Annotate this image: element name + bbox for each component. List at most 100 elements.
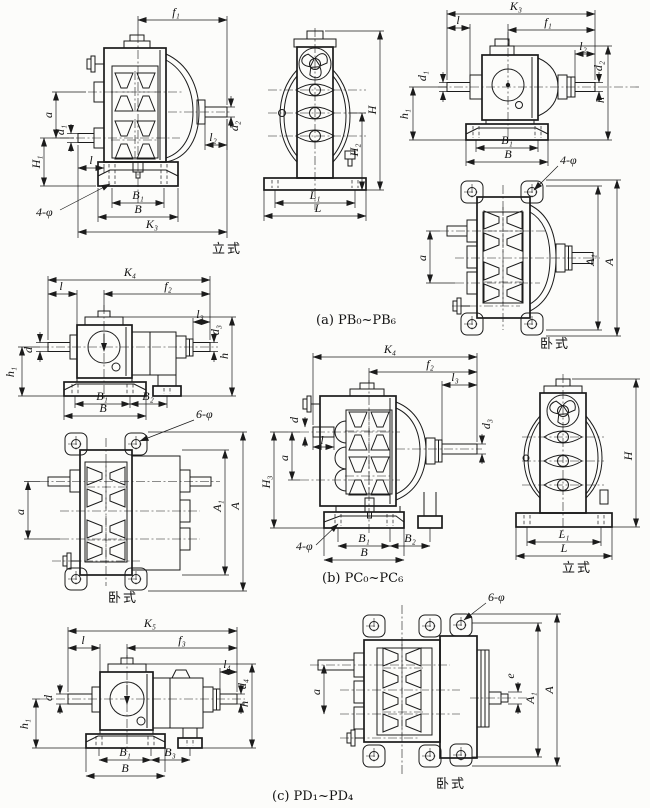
- pc-horiz-plan-drawing: [40, 432, 220, 591]
- dim-l4: l₄: [223, 657, 231, 671]
- dim-B1: B₁: [96, 389, 108, 403]
- dim-d3: d₃: [479, 419, 493, 429]
- dim-l2: l₂: [579, 39, 587, 53]
- caption-series-a: (a) PB₀~PB₆: [316, 313, 396, 328]
- dim-L1: L₁: [309, 188, 321, 202]
- dim-f2: f₂: [426, 357, 434, 371]
- pb-side-dimensions: [40, 16, 235, 238]
- dim-h: h: [237, 701, 251, 707]
- dim-e: e: [503, 673, 517, 679]
- dim-H1: H₁: [29, 156, 43, 170]
- dim-B: B: [121, 761, 129, 775]
- pc-horiz-plan-dimensions: [24, 419, 247, 592]
- dim-d2: d₂: [591, 61, 605, 71]
- dim-l3: l₃: [196, 307, 204, 321]
- dim-f2: f₂: [164, 279, 172, 293]
- pd-elev-dimensions: [32, 627, 256, 779]
- dim-H3: H₃: [259, 476, 273, 490]
- orientation-horizontal-label: 卧式: [108, 591, 138, 606]
- dim-H2: H₂: [347, 144, 361, 158]
- dim-A1: A₁: [583, 254, 597, 267]
- dim-K3: K₃: [145, 217, 158, 231]
- dim-h1: h₁: [397, 109, 411, 119]
- dim-B1: B₁: [119, 745, 131, 759]
- dim-l: l: [320, 433, 324, 447]
- dim-B: B: [134, 202, 142, 216]
- dim-H: H: [621, 450, 635, 461]
- pb-front-drawing: [263, 28, 367, 210]
- dim-h1: h₁: [17, 719, 31, 729]
- caption-series-b: (b) PC₀~PC₆: [322, 571, 403, 586]
- dim-A1: A₁: [523, 692, 537, 705]
- bolt-callout-4phi: 4-φ: [36, 205, 53, 219]
- dim-A: A: [542, 686, 556, 695]
- dim-B1: B₁: [501, 133, 513, 147]
- pc-horizontal-plan-view: 6-φ a A₁ A 卧式: [13, 407, 247, 606]
- dim-l: l: [89, 153, 93, 167]
- dim-B1: B₁: [358, 531, 370, 545]
- pc-vertical-side-view: K₄ f₂ l₃ d₃ d l a H₃ 4-φ B₁ B₂ B 立式: [259, 342, 592, 576]
- dim-a: a: [13, 509, 27, 515]
- pc-horizontal-elevation-view: K₄ l f₂ l₃ d₃ d h₁ h B₁ B₂ B: [3, 265, 236, 420]
- pb-horizontal-plan-view: 4-φ a A₁ A 卧式: [415, 153, 621, 352]
- pc-horiz-elev-dimensions: [18, 276, 236, 420]
- pb-vertical-side-view: f₁ K₃ B B₁ l a d₁ H₁ l₂ d₂ 4-φ 立式: [29, 5, 242, 257]
- dim-l: l: [59, 279, 63, 293]
- pb-horizontal-elevation-view: K₃ l f₁ l₂ d₂ d₁ h₁ h B₁ B: [397, 0, 640, 166]
- pc-front-view: H L₁ L: [515, 374, 640, 560]
- dim-l: l: [456, 13, 460, 27]
- dim-d1: d₁: [53, 125, 67, 135]
- orientation-vertical-label: 立式: [212, 242, 242, 257]
- dim-B: B: [504, 147, 512, 161]
- dim-a: a: [277, 455, 291, 461]
- pb-side-drawing: [60, 34, 232, 205]
- dim-B1: B₁: [132, 188, 144, 202]
- pb-front-view: H H₂ L₁ L: [263, 28, 384, 221]
- pc-front-drawing: [515, 374, 613, 535]
- dim-d3: d₃: [208, 325, 222, 335]
- dim-d1: d₁: [415, 71, 429, 81]
- dim-d4: d₄: [235, 679, 249, 689]
- dim-B2: B₂: [404, 531, 416, 545]
- dim-A: A: [602, 258, 616, 267]
- dim-f3: f₃: [178, 633, 186, 647]
- dim-h: h: [217, 353, 231, 359]
- dim-l: l: [81, 633, 85, 647]
- orientation-vertical-label: 立式: [562, 561, 592, 576]
- dim-d: d: [21, 346, 35, 353]
- dim-d: d: [287, 416, 301, 423]
- dim-K3: K₃: [509, 0, 522, 13]
- pd-horizontal-elevation-view: K₅ l f₃ l₄ d₄ h d h₁ B₁ B₃ B: [17, 616, 256, 779]
- dim-L: L: [560, 541, 568, 555]
- dim-B: B: [360, 545, 368, 559]
- dim-A: A: [228, 502, 242, 511]
- pc-vertical-drawing: [300, 380, 482, 535]
- pc-vertical-dimensions: [270, 353, 486, 563]
- orientation-horizontal-label: 卧式: [540, 337, 570, 352]
- dim-K4: K₄: [123, 265, 136, 279]
- dim-B3: B₃: [164, 745, 176, 759]
- orientation-horizontal-label: 卧式: [436, 777, 466, 792]
- dim-f1: f₁: [172, 5, 180, 19]
- dim-A1: A₁: [210, 500, 224, 513]
- pc-horiz-elev-drawing: [40, 305, 218, 400]
- bolt-callout-4phi: 4-φ: [296, 539, 313, 553]
- dim-B2: B₂: [142, 389, 154, 403]
- pd-plan-dimensions: [321, 602, 561, 767]
- dim-a: a: [309, 689, 323, 695]
- dim-L: L: [314, 201, 322, 215]
- pd-horizontal-plan-view: 6-φ a e A₁ A 卧式: [309, 590, 561, 792]
- pb-front-dimensions: [263, 30, 384, 221]
- bolt-callout-6phi: 6-φ: [196, 407, 213, 421]
- pb-horiz-elev-dimensions: [409, 10, 612, 166]
- bolt-callout-6phi: 6-φ: [488, 590, 505, 604]
- pb-horiz-plan-drawing: [440, 180, 600, 336]
- pc-front-dimensions: [515, 378, 640, 560]
- bolt-callout-4phi: 4-φ: [560, 153, 577, 167]
- dim-f1: f₁: [544, 15, 552, 29]
- dim-K4: K₄: [383, 342, 396, 356]
- pd-elev-drawing: [40, 655, 245, 752]
- dim-K5: K₅: [143, 616, 156, 630]
